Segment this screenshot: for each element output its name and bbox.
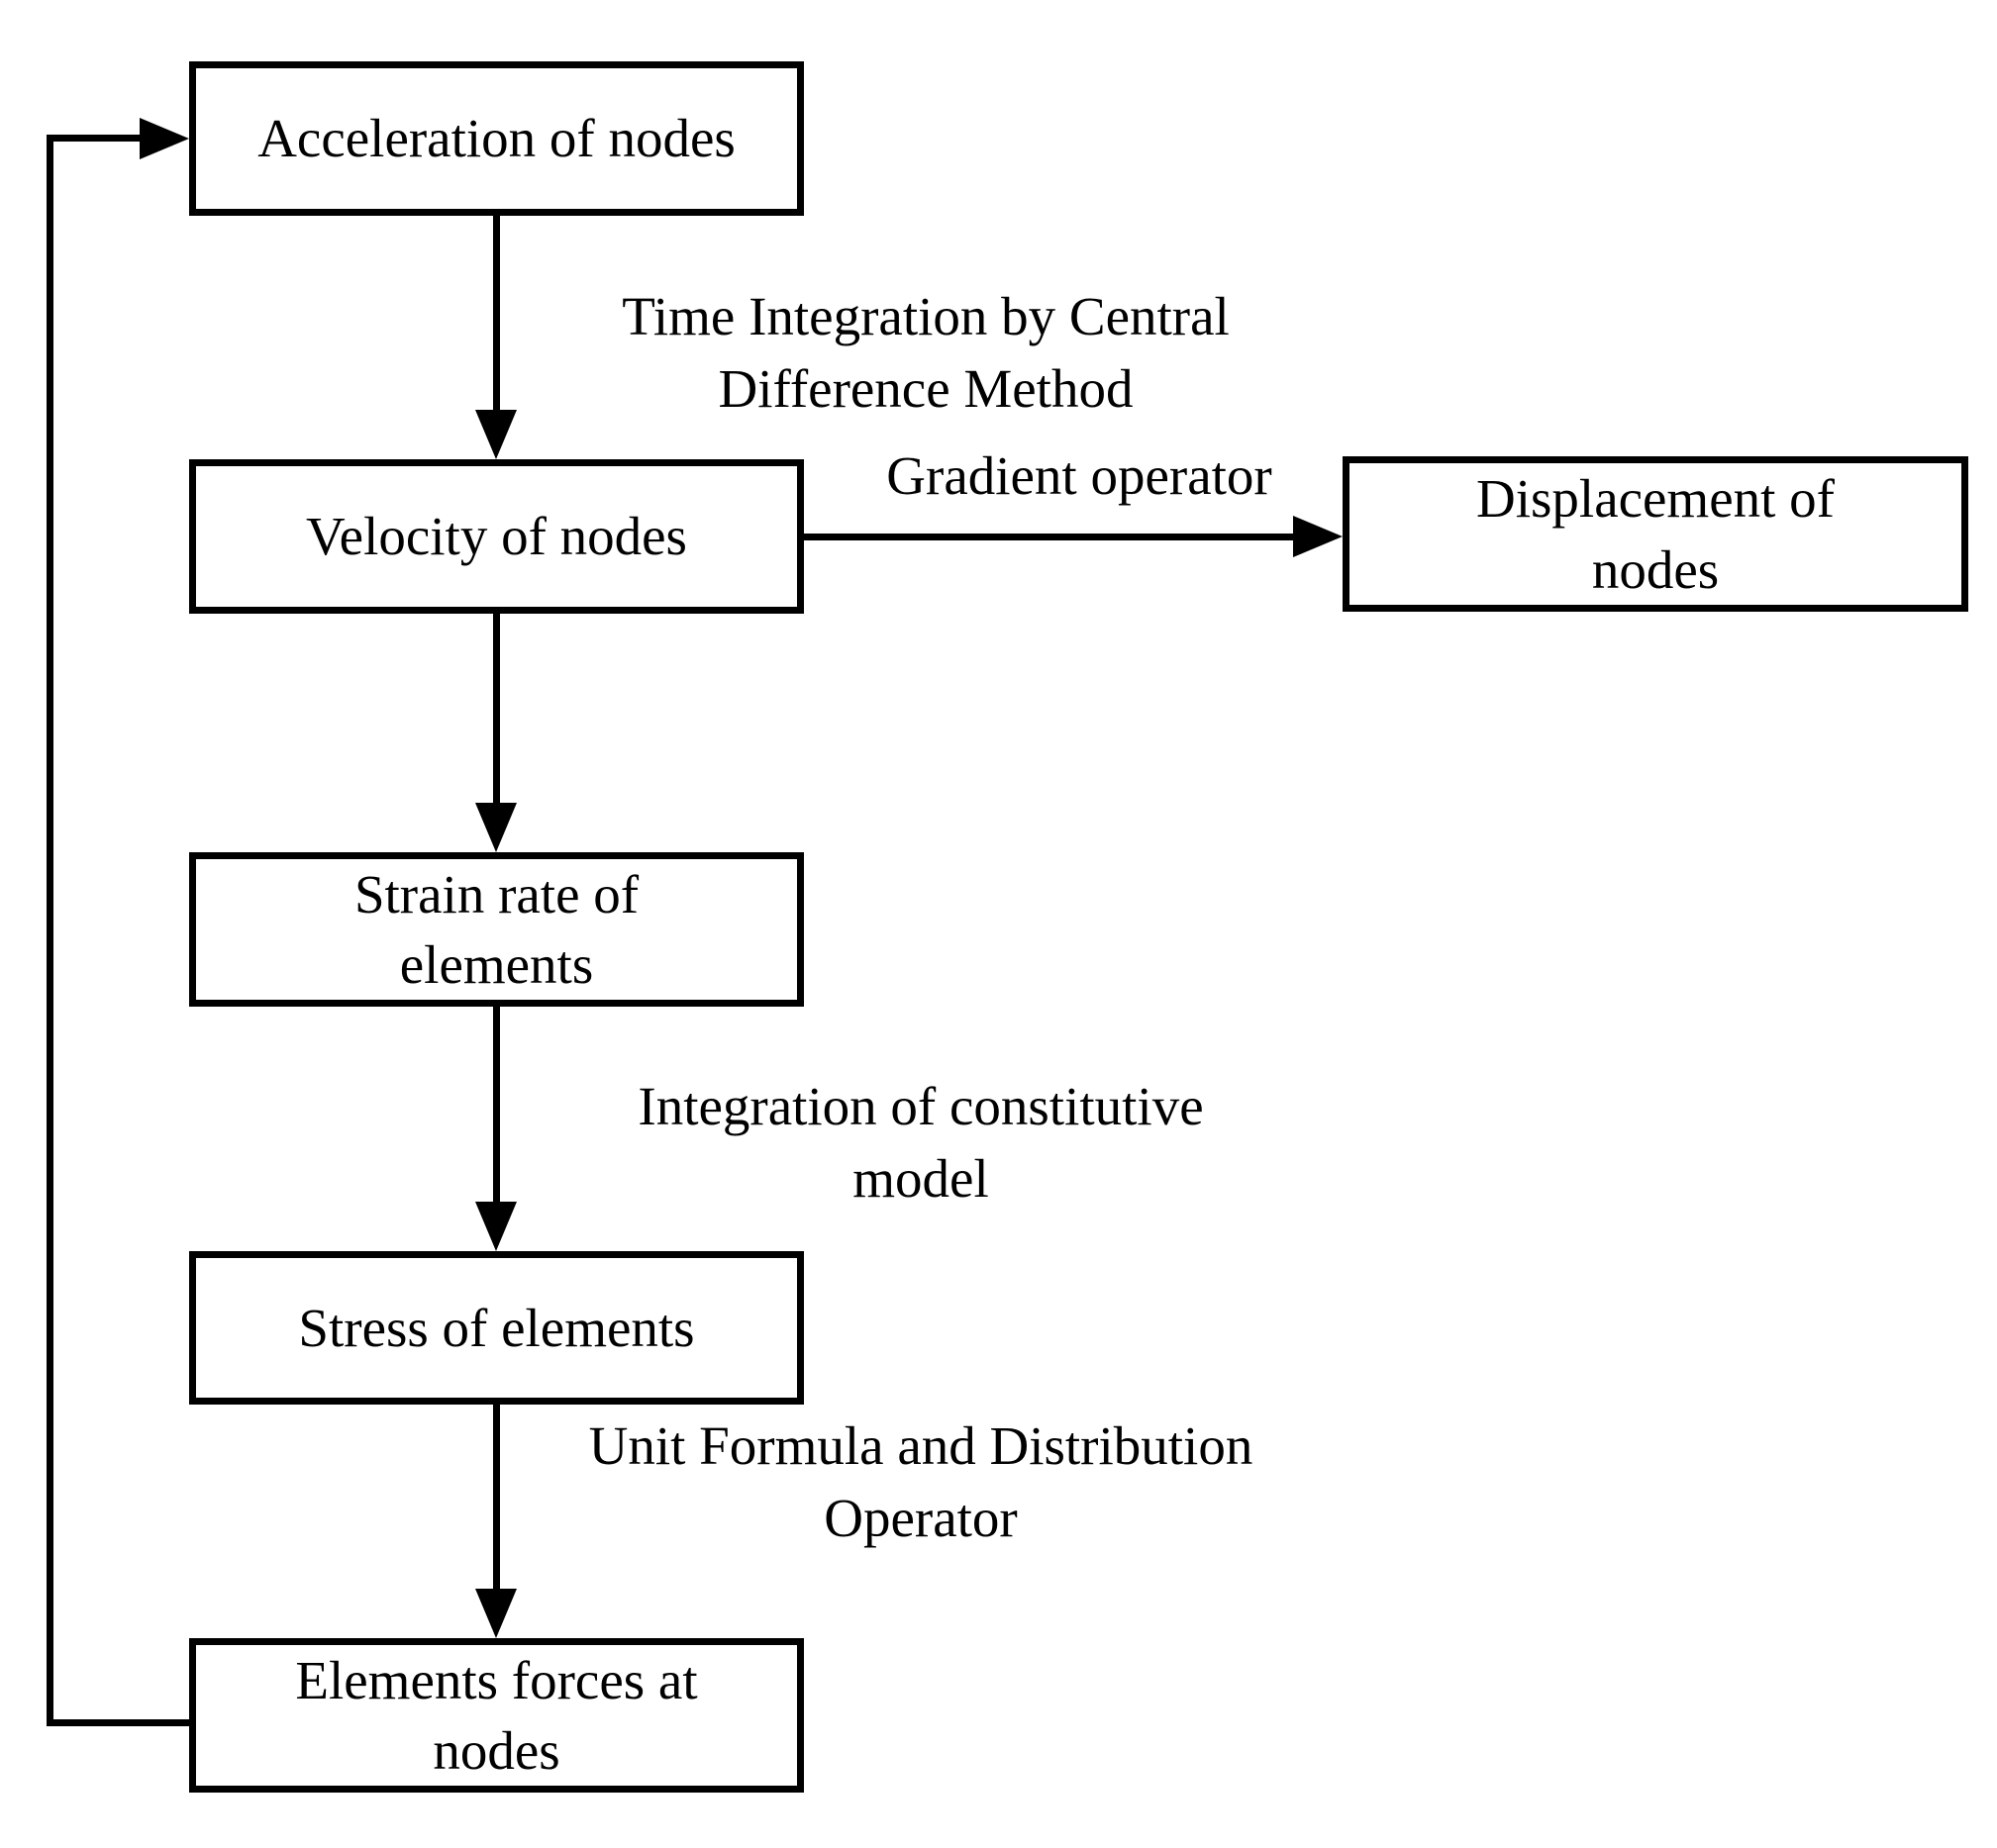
node-strain-rate-label: Strain rate of elements — [353, 863, 640, 996]
edge-label-gradient-operator: Gradient operator — [886, 445, 1272, 506]
edge-label-time-integration: Time Integration by Central Difference M… — [622, 286, 1230, 419]
node-velocity-of-nodes: Velocity of nodes — [189, 459, 804, 614]
node-acceleration-of-nodes: Acceleration of nodes — [189, 61, 804, 216]
edge-feedback-loop-vertical-segment — [47, 135, 53, 1726]
node-acceleration-label: Acceleration of nodes — [257, 108, 736, 169]
node-displacement-label: Displacement of nodes — [1476, 468, 1835, 600]
edge-velocity-displacement-line — [804, 534, 1299, 540]
node-strain-rate-of-elements: Strain rate of elements — [189, 852, 804, 1007]
edge-feedback-loop-top-segment — [47, 135, 144, 142]
edge-label-unit-formula: Unit Formula and Distribution Operator — [588, 1415, 1253, 1548]
arrowhead-down-icon — [475, 803, 517, 852]
arrowhead-right-icon — [140, 118, 189, 159]
arrowhead-right-icon — [1293, 516, 1343, 557]
node-velocity-label: Velocity of nodes — [306, 506, 687, 567]
arrowhead-down-icon — [475, 410, 517, 459]
arrowhead-down-icon — [475, 1202, 517, 1251]
node-displacement-of-nodes: Displacement of nodes — [1343, 456, 1968, 612]
node-elements-forces-at-nodes: Elements forces at nodes — [189, 1638, 804, 1793]
edge-label-integration-constitutive: Integration of constitutive model — [638, 1076, 1204, 1209]
edge-velocity-strain-rate-line — [493, 614, 500, 804]
node-stress-of-elements: Stress of elements — [189, 1251, 804, 1405]
node-stress-label: Stress of elements — [298, 1297, 695, 1358]
edge-strain-rate-stress-line — [493, 1007, 500, 1203]
node-forces-label: Elements forces at nodes — [295, 1649, 698, 1782]
edge-feedback-loop-bottom-segment — [47, 1719, 189, 1726]
arrowhead-down-icon — [475, 1589, 517, 1638]
edge-stress-forces-line — [493, 1405, 500, 1590]
edge-acceleration-velocity-line — [493, 216, 500, 412]
